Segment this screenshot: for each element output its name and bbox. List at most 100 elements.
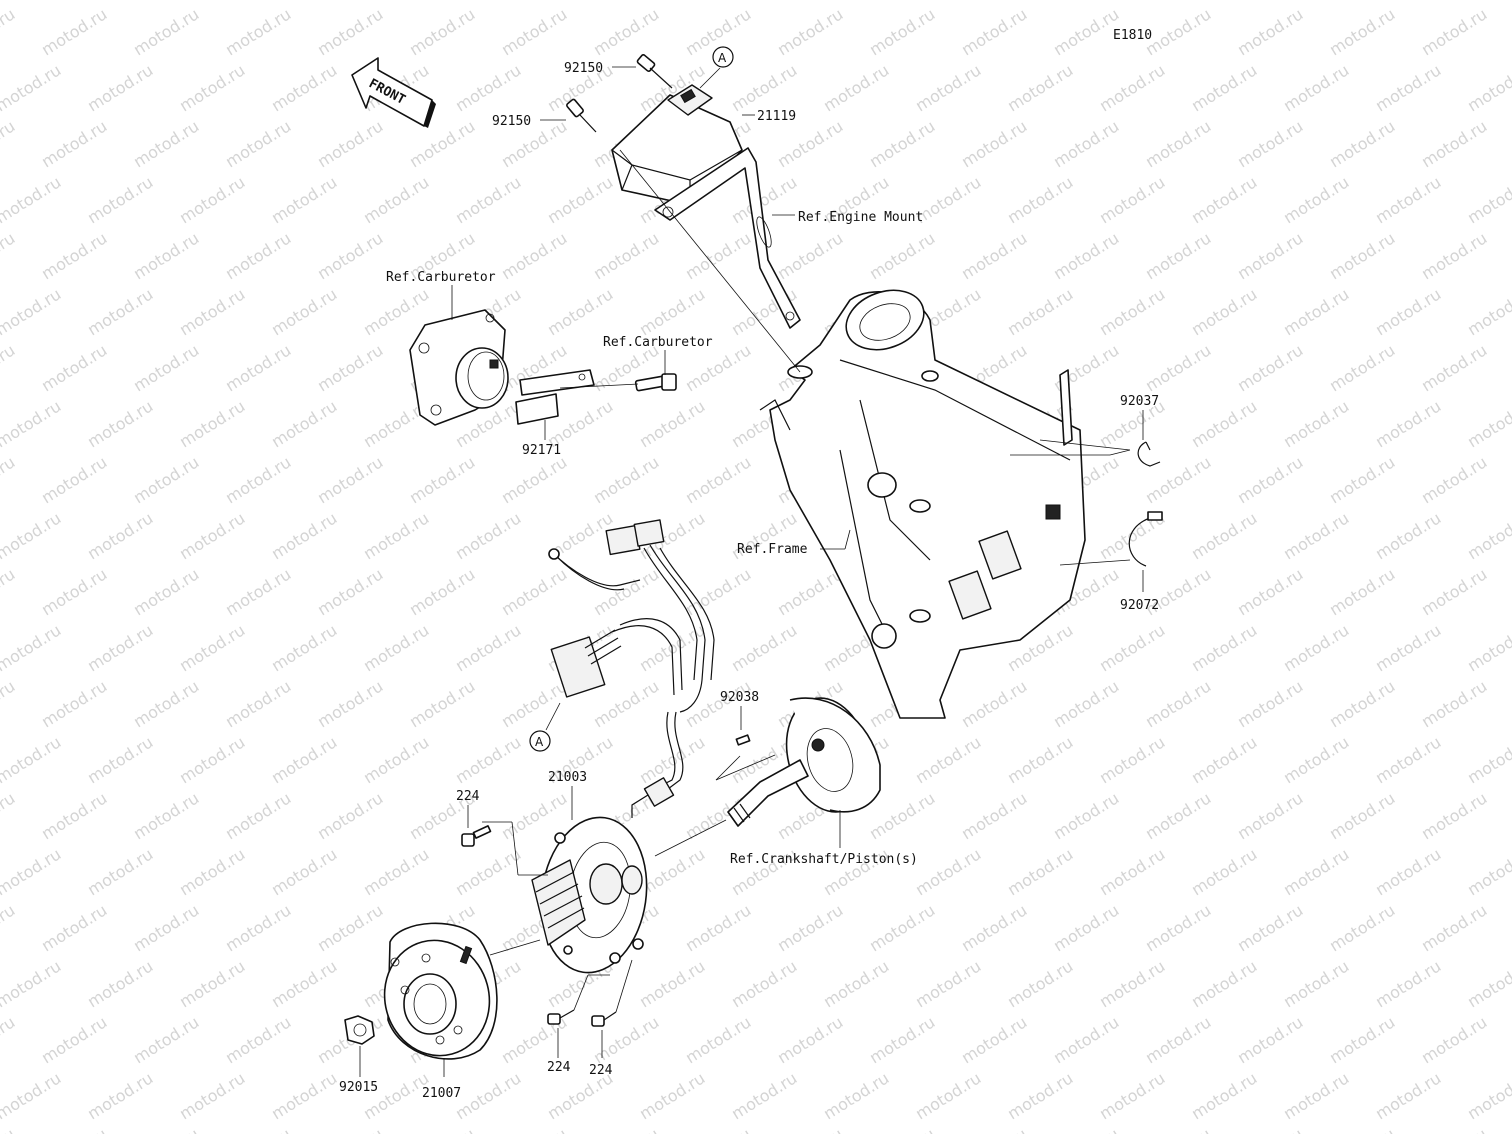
watermark-text: motod.ru (1050, 1012, 1122, 1067)
watermark-text: motod.ru (1464, 1068, 1512, 1123)
watermark-text: motod.ru (590, 564, 662, 619)
watermark-text: motod.ru (1280, 0, 1352, 3)
watermark-text: motod.ru (130, 116, 202, 171)
label-92150-top: 92150 (564, 61, 603, 76)
watermark-text: motod.ru (958, 116, 1030, 171)
watermark-text: motod.ru (1188, 172, 1260, 227)
watermark-text: motod.ru (452, 844, 524, 899)
watermark-text: motod.ru (728, 1068, 800, 1123)
watermark-text: motod.ru (590, 452, 662, 507)
watermark-text: motod.ru (590, 1124, 662, 1134)
label-92037: 92037 (1120, 394, 1159, 409)
label-224-bottom-left: 224 (547, 1060, 571, 1075)
watermark-text: motod.ru (268, 60, 340, 115)
part-labels: 92150 92150 21119 Ref.Engine Mount Ref.C… (339, 61, 1159, 1101)
watermark-text: motod.ru (1280, 284, 1352, 339)
watermark-text: motod.ru (1096, 620, 1168, 675)
watermark-text: motod.ru (774, 1012, 846, 1067)
watermark-text: motod.ru (1188, 396, 1260, 451)
watermark-text: motod.ru (0, 620, 64, 675)
watermark-text: motod.ru (1372, 284, 1444, 339)
watermark-text: motod.ru (1464, 0, 1512, 3)
watermark-text: motod.ru (1096, 172, 1168, 227)
svg-text:A: A (718, 51, 727, 65)
watermark-text: motod.ru (1234, 788, 1306, 843)
watermark-text: motod.ru (268, 284, 340, 339)
watermark-text: motod.ru (1188, 1068, 1260, 1123)
watermark-text: motod.ru (1280, 956, 1352, 1011)
watermark-text: motod.ru (1142, 676, 1214, 731)
watermark-text: motod.ru (38, 228, 110, 283)
watermark-text: motod.ru (452, 60, 524, 115)
watermark-text: motod.ru (866, 228, 938, 283)
label-21003: 21003 (548, 770, 587, 785)
watermark-text: motod.ru (84, 396, 156, 451)
watermark-text: motod.ru (912, 0, 984, 3)
watermark-text: motod.ru (38, 452, 110, 507)
watermark-text: motod.ru (0, 0, 64, 3)
watermark-text: motod.ru (1464, 732, 1512, 787)
watermark-text: motod.ru (130, 1012, 202, 1067)
watermark-text: motod.ru (682, 1012, 754, 1067)
watermark-text: motod.ru (406, 452, 478, 507)
watermark-text: motod.ru (0, 900, 18, 955)
watermark-text: motod.ru (176, 732, 248, 787)
watermark-text: motod.ru (728, 172, 800, 227)
watermark-text: motod.ru (1372, 956, 1444, 1011)
watermark-text: motod.ru (728, 0, 800, 3)
watermark-text: motod.ru (1464, 172, 1512, 227)
watermark-text: motod.ru (1280, 396, 1352, 451)
watermark-text: motod.ru (1188, 0, 1260, 3)
watermark-text: motod.ru (314, 900, 386, 955)
watermark-text: motod.ru (360, 508, 432, 563)
watermark-text: motod.ru (314, 788, 386, 843)
watermark-text: motod.ru (1464, 844, 1512, 899)
label-92015: 92015 (339, 1080, 378, 1095)
watermark-text: motod.ru (176, 172, 248, 227)
watermark-text: motod.ru (130, 340, 202, 395)
watermark-text: motod.ru (912, 60, 984, 115)
watermark-text: motod.ru (0, 1124, 18, 1134)
watermark-text: motod.ru (1004, 1068, 1076, 1123)
watermark-text: motod.ru (0, 60, 64, 115)
watermark-text: motod.ru (0, 788, 18, 843)
watermark-text: motod.ru (268, 508, 340, 563)
watermark-text: motod.ru (1188, 508, 1260, 563)
watermark-text: motod.ru (314, 1124, 386, 1134)
watermark-text: motod.ru (1004, 60, 1076, 115)
carburetor (409, 309, 509, 426)
watermark-text: motod.ru (1418, 228, 1490, 283)
watermark-text: motod.ru (636, 396, 708, 451)
watermark-text: motod.ru (1464, 620, 1512, 675)
label-ref-carburetor-left: Ref.Carburetor (386, 270, 496, 285)
watermark-text: motod.ru (958, 1012, 1030, 1067)
watermark-text: motod.ru (1326, 1012, 1398, 1067)
watermark-text: motod.ru (38, 340, 110, 395)
watermark-text: motod.ru (1234, 900, 1306, 955)
watermark-text: motod.ru (1372, 0, 1444, 3)
watermark-text: motod.ru (1188, 956, 1260, 1011)
callout-marker-a-top: A (712, 46, 734, 68)
clamp-92037 (1137, 441, 1161, 467)
crankshaft (727, 697, 881, 827)
watermark-text: motod.ru (360, 732, 432, 787)
watermark-text: motod.ru (1142, 116, 1214, 171)
watermark-text: motod.ru (0, 844, 64, 899)
watermark-text: motod.ru (1234, 1012, 1306, 1067)
watermark-text: motod.ru (0, 956, 64, 1011)
watermark-text: motod.ru (1096, 0, 1168, 3)
clamp-92072 (1128, 511, 1163, 567)
watermark-text: motod.ru (130, 900, 202, 955)
watermark-text: motod.ru (452, 620, 524, 675)
watermark-text: motod.ru (544, 0, 616, 3)
watermark-text: motod.ru (314, 4, 386, 59)
watermark-text: motod.ru (314, 116, 386, 171)
watermark-text: motod.ru (222, 788, 294, 843)
diagram-code: E1810 (1113, 28, 1152, 43)
watermark-text: motod.ru (38, 788, 110, 843)
watermark-text: motod.ru (1372, 172, 1444, 227)
watermark-text: motod.ru (1188, 284, 1260, 339)
label-21007: 21007 (422, 1086, 461, 1101)
watermark-text: motod.ru (912, 844, 984, 899)
watermark-text: motod.ru (1096, 956, 1168, 1011)
